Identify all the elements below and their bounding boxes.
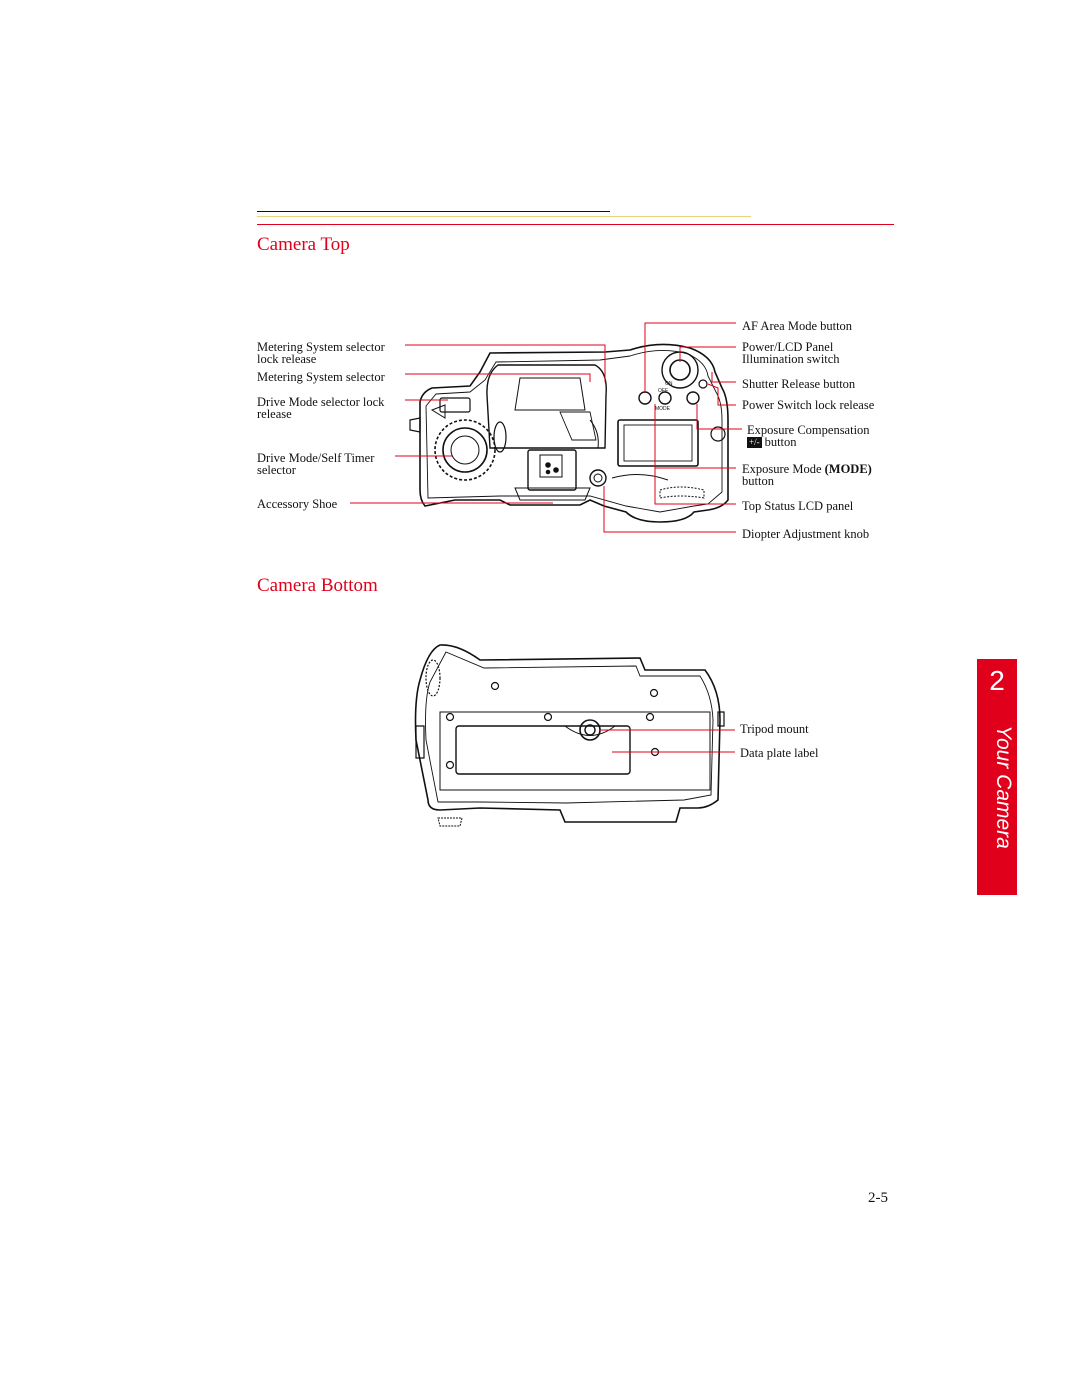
leader-diopter xyxy=(603,486,736,533)
accessory-shoe-inner xyxy=(539,454,563,478)
shoe-pin xyxy=(545,462,551,468)
metering-lever xyxy=(430,404,446,419)
label-exposure-mode: Exposure Mode (MODE) button xyxy=(742,462,872,488)
top-status-lcd xyxy=(617,419,699,467)
section-title-camera-top: Camera Top xyxy=(257,234,350,255)
prism-shoulder xyxy=(559,411,597,441)
screw-hole xyxy=(490,681,500,691)
label-af-area: AF Area Mode button xyxy=(742,319,853,333)
strap-lug-right xyxy=(717,711,725,727)
label-diopter: Diopter Adjustment knob xyxy=(742,527,870,541)
header-rule-red xyxy=(257,224,894,225)
shutter-release-button xyxy=(669,359,691,381)
label-accessory-shoe: Accessory Shoe xyxy=(257,497,338,511)
drive-mode-dial-core xyxy=(450,435,480,465)
camera-top-illustration xyxy=(409,343,729,523)
bottom-foot xyxy=(437,817,463,827)
prism-detail xyxy=(514,377,586,411)
top-status-lcd-window xyxy=(623,424,693,462)
right-strap-lug xyxy=(710,426,726,442)
header-rule-yellow xyxy=(257,216,751,217)
shoe-pin xyxy=(553,467,559,473)
screw-hole xyxy=(445,712,455,722)
plus-minus-icon: +/- xyxy=(747,437,762,448)
camera-top-body-outline xyxy=(419,343,729,523)
label-data-plate: Data plate label xyxy=(740,746,819,760)
grip-curve xyxy=(611,474,669,481)
diopter-ridge xyxy=(589,419,599,449)
diopter-knob-center xyxy=(593,473,603,483)
camera-bottom-inner xyxy=(425,651,714,804)
off-marking: OFF xyxy=(658,388,668,394)
screw-hole xyxy=(645,712,655,722)
tripod-mount-inner xyxy=(584,724,596,736)
data-plate-label xyxy=(455,725,631,775)
label-power-lock: Power Switch lock release xyxy=(742,398,875,412)
data-plate-notch xyxy=(564,725,616,736)
leader-power-lock xyxy=(707,383,736,406)
screw-hole xyxy=(649,688,659,698)
leader-shutter xyxy=(711,372,736,383)
page-number: 2-5 xyxy=(868,1190,888,1206)
leader-af-area xyxy=(644,322,736,393)
leader-power-lcd xyxy=(679,346,736,362)
label-shutter: Shutter Release button xyxy=(742,377,856,391)
on-marking: ON xyxy=(665,381,673,387)
leader-exp-mode xyxy=(654,404,736,469)
screw-hole xyxy=(543,712,553,722)
camera-bottom-body-outline xyxy=(414,644,721,823)
shoe-base xyxy=(514,487,591,501)
command-dial xyxy=(659,486,705,499)
drive-mode-dial-inner xyxy=(442,427,488,473)
left-strap-lug xyxy=(409,417,421,433)
side-dial xyxy=(425,659,441,697)
metering-selector xyxy=(439,397,471,413)
label-metering-selector: Metering System selector xyxy=(257,370,385,384)
drive-mode-dial xyxy=(434,419,496,481)
label-tripod-mount: Tripod mount xyxy=(740,722,809,736)
viewfinder-prism xyxy=(486,364,607,449)
shoe-pin xyxy=(545,469,551,475)
leader-exp-comp xyxy=(696,404,742,430)
label-exposure-compensation: Exposure Compensation +/-button xyxy=(747,423,870,449)
chapter-tab-title: Your Camera xyxy=(992,725,1015,849)
chapter-tab-number: 2 xyxy=(989,665,1005,696)
battery-grip-face xyxy=(439,711,711,791)
camera-top-body-inner xyxy=(425,350,723,513)
section-title-camera-bottom: Camera Bottom xyxy=(257,575,378,596)
leader-metering-selector xyxy=(405,373,591,382)
leader-lines-bottom xyxy=(600,729,735,753)
mode-button xyxy=(658,391,672,405)
power-lock-button xyxy=(698,379,708,389)
accessory-shoe-mount xyxy=(527,449,577,491)
mode-marking: MODE xyxy=(655,406,671,412)
diopter-knob xyxy=(589,469,607,487)
eyepiece-release xyxy=(493,421,507,453)
chapter-tab[interactable]: 2 Your Camera xyxy=(977,659,1017,895)
tripod-mount-outer xyxy=(579,719,601,741)
header-rule-black xyxy=(257,211,610,212)
exp-comp-button xyxy=(686,391,700,405)
strap-lug-left xyxy=(415,725,425,759)
af-area-button xyxy=(638,391,652,405)
label-top-lcd: Top Status LCD panel xyxy=(742,499,854,513)
leader-top-lcd xyxy=(654,462,736,505)
screw-hole xyxy=(445,760,455,770)
leader-metering-lock xyxy=(405,344,606,382)
camera-bottom-illustration xyxy=(414,644,725,827)
leader-lines-top xyxy=(350,322,742,533)
